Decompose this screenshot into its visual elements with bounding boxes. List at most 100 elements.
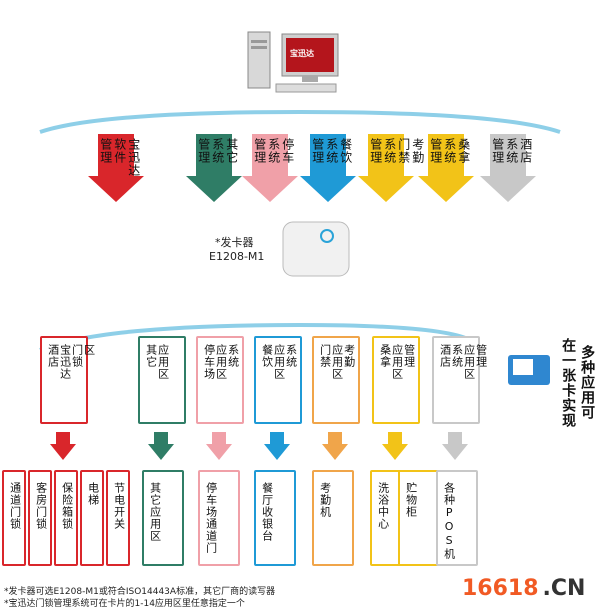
- zone-hotel-col3: 管理: [474, 344, 488, 368]
- arrow-baoxunda-col2: 宝迅达: [126, 138, 141, 177]
- device-channel-lock: [2, 470, 26, 566]
- device-elevator-label: 电梯: [86, 482, 100, 506]
- zone-dining-col2: 系统: [284, 344, 298, 368]
- device-other-zone: [142, 470, 184, 566]
- arrow-baoxunda-col1: 软件: [112, 138, 127, 164]
- zone-access-col2: 考勤: [342, 344, 356, 368]
- zone-hotel-lock: [40, 336, 88, 424]
- zone-hotel-lock-col2: 门锁: [70, 344, 84, 368]
- zone-arrow-hotel: [442, 432, 468, 460]
- zone-arrow-other: [148, 432, 174, 460]
- arrow-other-col1: 系统: [210, 138, 225, 164]
- arrow-access-col0: 管理: [368, 138, 383, 164]
- arrow-sauna-col0: 管理: [428, 138, 443, 164]
- device-pos: [436, 470, 478, 566]
- zone-hotel-col1: 系统: [450, 344, 464, 368]
- device-parking-gate-label: 停车场通道门: [204, 482, 218, 554]
- arrow-baoxunda-col0: 管理: [98, 138, 113, 164]
- zone-hotel-col0: 酒店: [438, 344, 452, 368]
- arrow-access-col1: 系统: [382, 138, 397, 164]
- zone-hotel-col2: 应用区: [462, 344, 476, 380]
- arrow-other-col0: 管理: [196, 138, 211, 164]
- zone-arrow-access: [322, 432, 348, 460]
- arrow-baoxunda: [88, 134, 144, 202]
- device-power-switch: [106, 470, 130, 566]
- zone-access-col0: 门禁: [318, 344, 332, 368]
- arrow-access: [358, 134, 414, 202]
- arrow-dining-col2: 餐饮: [338, 138, 353, 164]
- arrow-parking-col1: 系统: [266, 138, 281, 164]
- arrow-sauna-col2: 桑拿: [456, 138, 471, 164]
- device-bath-center-label: 洗浴中心: [376, 482, 390, 530]
- reader-label-1: *发卡器: [215, 236, 254, 249]
- card-reader-icon: [282, 221, 350, 277]
- watermark-number: 16618: [462, 576, 539, 601]
- device-elevator: [80, 470, 104, 566]
- device-restaurant-pos: [254, 470, 296, 566]
- zone-hotel-lock-col1: 宝迅达: [58, 344, 72, 380]
- device-room-lock-label: 客房门锁: [34, 482, 48, 530]
- device-safe-lock: [54, 470, 78, 566]
- device-channel-lock-label: 通道门锁: [8, 482, 22, 530]
- device-safe-lock-label: 保险箱锁: [60, 482, 74, 530]
- arrow-parking-col2: 停车: [280, 138, 295, 164]
- zone-dining-col0: 餐饮: [260, 344, 274, 368]
- watermark: 16618.CN: [462, 576, 585, 601]
- zone-hotel-lock-col0: 酒店: [46, 344, 60, 368]
- arrow-hotel-col1: 系统: [504, 138, 519, 164]
- device-attendance: [312, 470, 354, 566]
- zone-dining: [254, 336, 302, 424]
- zone-parking-col1: 应用区: [214, 344, 228, 380]
- zone-arrow-sauna: [382, 432, 408, 460]
- note-2: *宝迅达门锁管理系统可在卡片的1-14应用区里任意指定一个: [4, 599, 245, 609]
- zone-other: [138, 336, 186, 424]
- zone-hotel-lock-col3: 区: [82, 344, 96, 356]
- zone-other-col1: 应用区: [156, 344, 170, 380]
- arrow-other-col2: 其它: [224, 138, 239, 164]
- arrow-parking-col0: 管理: [252, 138, 267, 164]
- device-attendance-label: 考勤机: [318, 482, 332, 518]
- smart-card: [508, 355, 550, 385]
- reader-label-2: E1208-M1: [209, 250, 265, 263]
- zone-sauna-col0: 桑拿: [378, 344, 392, 368]
- zone-parking: [196, 336, 244, 424]
- zone-parking-col2: 系统: [226, 344, 240, 368]
- arrow-hotel-col2: 酒店: [518, 138, 533, 164]
- arrow-access-col2: 门禁: [396, 138, 411, 164]
- arrow-sauna-col1: 系统: [442, 138, 457, 164]
- device-pos-label: 各种POS机: [442, 482, 456, 560]
- device-parking-gate: [198, 470, 240, 566]
- zone-hotel: [432, 336, 480, 424]
- zone-sauna-col1: 应用区: [390, 344, 404, 380]
- arrow-hotel: [480, 134, 536, 202]
- note-1: *发卡器可选E1208-M1或符合ISO14443A标准，其它厂商的读写器: [4, 587, 276, 597]
- zone-access-col1: 应用区: [330, 344, 344, 380]
- zone-arrow-dining: [264, 432, 290, 460]
- device-room-lock: [28, 470, 52, 566]
- arrow-dining-col1: 系统: [324, 138, 339, 164]
- zone-other-col0: 其它: [144, 344, 158, 368]
- card-label-col2: 多种应用可: [579, 345, 596, 420]
- zone-arrow-hotel-lock: [50, 432, 76, 460]
- computer-logo: 宝迅达: [290, 49, 314, 58]
- zone-arrow-parking: [206, 432, 232, 460]
- device-other-zone-label: 其它应用区: [148, 482, 162, 542]
- arrow-access-col3: 考勤: [410, 138, 425, 164]
- arrow-parking: [242, 134, 298, 202]
- zone-dining-col1: 应用区: [272, 344, 286, 380]
- arrow-hotel-col0: 管理: [490, 138, 505, 164]
- card-label-col1: 在一张卡实现: [560, 338, 577, 428]
- watermark-suffix: .CN: [542, 576, 586, 601]
- arrow-sauna: [418, 134, 474, 202]
- arrow-other: [186, 134, 242, 202]
- arrow-dining: [300, 134, 356, 202]
- zone-sauna-col2: 管理: [402, 344, 416, 368]
- device-restaurant-pos-label: 餐厅收银台: [260, 482, 274, 542]
- zone-parking-col0: 停车场: [202, 344, 216, 380]
- arrow-dining-col0: 管理: [310, 138, 325, 164]
- device-power-switch-label: 节电开关: [112, 482, 126, 530]
- zone-sauna: [372, 336, 420, 424]
- desktop-computer-icon: [247, 31, 339, 93]
- device-locker-label: 贮物柜: [404, 482, 418, 518]
